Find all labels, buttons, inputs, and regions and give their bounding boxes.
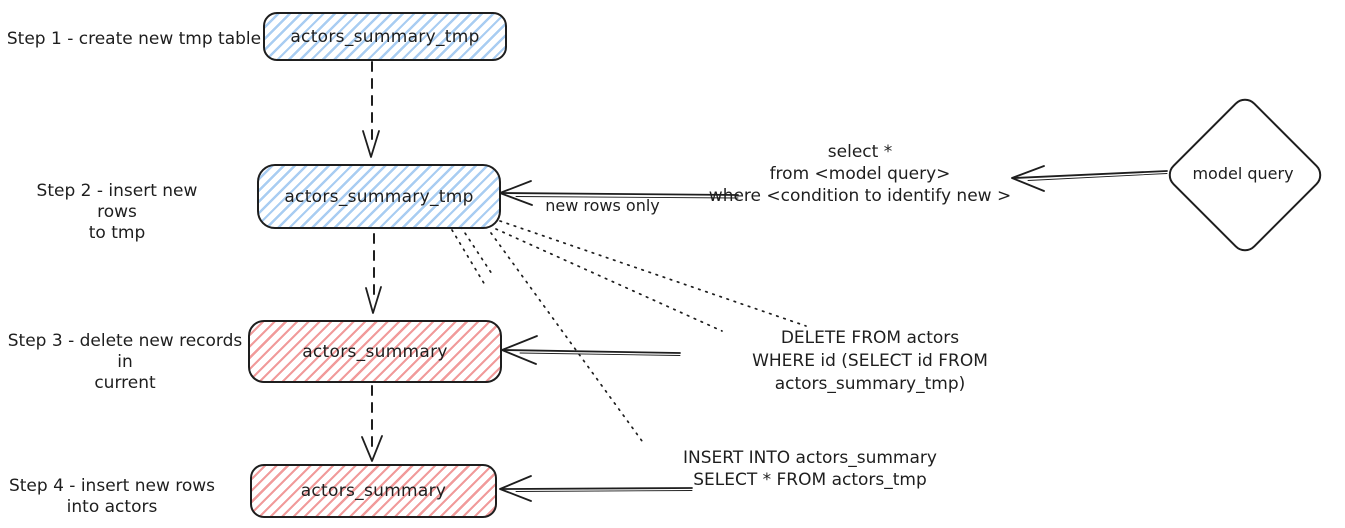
delete-sql-text: DELETE FROM actors WHERE id (SELECT id F…: [655, 327, 1085, 396]
arrowhead-modelquery-to-select: [1011, 165, 1045, 192]
step-label-3: Step 3 - delete new records in current: [4, 331, 246, 394]
dotted-ref-stub-2: [460, 226, 495, 278]
step-label-4-line1: Step 4 - insert new rows: [8, 476, 216, 496]
dotted-ref-tmp-to-delete-2: [495, 228, 723, 332]
arrow-select-to-tmp-shaft2: [515, 196, 739, 199]
select-query-line3: where <condition to identify new >: [708, 186, 1012, 206]
arrow-insert-to-summary-shaft2: [515, 490, 693, 492]
table-box-step1-tmp[interactable]: actors_summary_tmp: [263, 12, 507, 61]
arrowhead-step2-to-step3: [365, 286, 382, 314]
table-box-step3-label: actors_summary: [302, 341, 448, 362]
select-query-line2: from <model query>: [769, 164, 951, 184]
step-label-1-line1: Step 1 - create new tmp table: [6, 29, 262, 49]
arrowhead-insert-to-summary: [499, 475, 532, 502]
table-box-step4-label: actors_summary: [300, 481, 447, 501]
model-query-label: model query: [1192, 164, 1294, 183]
delete-sql-line1: DELETE FROM actors: [780, 328, 960, 348]
step-label-1: Step 1 - create new tmp table: [4, 29, 264, 50]
select-query-line1: select *: [827, 142, 893, 162]
insert-sql-text: INSERT INTO actors_summary SELECT * FROM…: [660, 447, 960, 491]
delete-sql-line2: WHERE id (SELECT id FROM actors_summary_…: [752, 351, 988, 394]
step-label-3-line1: Step 3 - delete new records in: [7, 331, 243, 372]
select-query-text: select * from <model query> where <condi…: [695, 141, 1025, 207]
arrowhead-delete-to-summary: [501, 335, 538, 365]
step-label-2: Step 2 - insert new rows to tmp: [14, 181, 220, 244]
arrow-modelquery-to-select-shaft: [1014, 170, 1168, 179]
arrow-select-to-tmp-shaft: [502, 192, 739, 196]
table-box-step2-tmp[interactable]: actors_summary_tmp: [257, 164, 501, 229]
table-box-step1-label: actors_summary_tmp: [290, 26, 480, 47]
new-rows-only-label: new rows only: [545, 196, 660, 215]
table-box-step3-summary[interactable]: actors_summary: [248, 320, 502, 383]
insert-sql-line2: SELECT * FROM actors_tmp: [693, 470, 927, 490]
insert-sql-line1: INSERT INTO actors_summary: [683, 448, 937, 468]
step-label-2-line1: Step 2 - insert new rows: [36, 181, 198, 222]
arrow-delete-to-summary-shaft: [504, 349, 681, 354]
step-label-4: Step 4 - insert new rows into actors: [4, 476, 220, 518]
arrowhead-step3-to-step4: [361, 435, 383, 462]
table-box-step4-summary[interactable]: actors_summary: [250, 464, 497, 518]
step-label-4-line2: into actors: [66, 497, 158, 517]
arrow-modelquery-to-select-shaft2: [1027, 173, 1168, 181]
arrowhead-step1-to-step2: [362, 130, 380, 158]
dotted-ref-tmp-to-insert: [490, 232, 643, 442]
arrow-insert-to-summary-shaft: [502, 487, 693, 490]
step-label-2-line2: to tmp: [88, 223, 146, 243]
table-box-step2-label: actors_summary_tmp: [284, 186, 474, 207]
dotted-ref-stub-1: [451, 229, 486, 286]
step-label-3-line2: current: [94, 373, 156, 393]
dotted-ref-tmp-to-delete-1: [499, 220, 807, 327]
arrow-delete-to-summary-shaft2: [519, 352, 681, 356]
